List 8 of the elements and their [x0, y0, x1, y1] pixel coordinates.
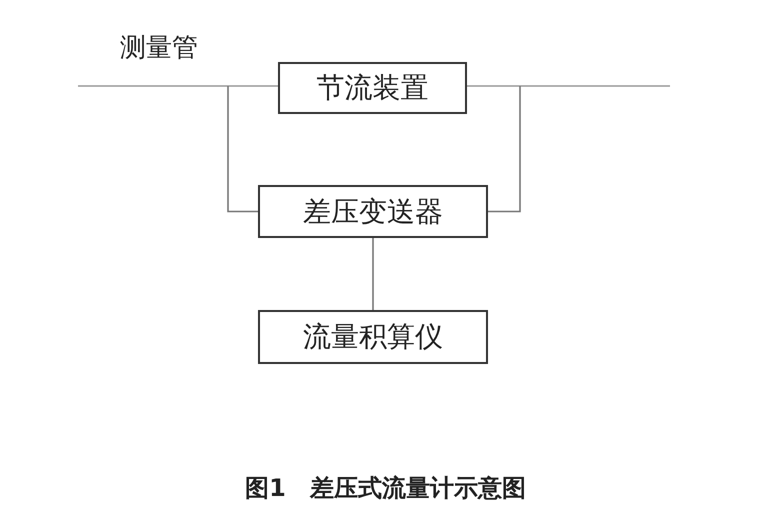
connector-line: [372, 238, 374, 310]
connector-line: [227, 86, 258, 212]
figure-caption: 图1 差压式流量计示意图: [244, 473, 527, 504]
connector-line: [488, 86, 521, 212]
process-box: 差压变送器: [258, 185, 488, 238]
process-box: 流量积算仪: [258, 310, 488, 364]
pipe-label: 测量管: [120, 32, 198, 65]
process-box: 节流装置: [278, 62, 467, 114]
